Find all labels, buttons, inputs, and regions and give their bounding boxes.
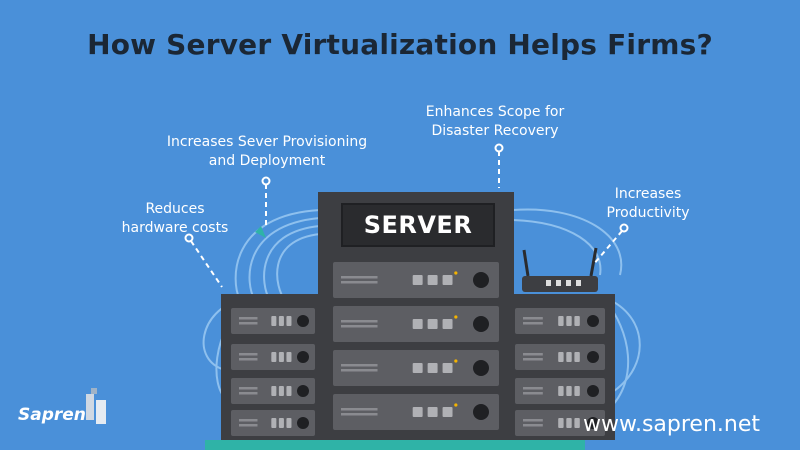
drive-slot	[231, 308, 315, 334]
drive-slot	[231, 410, 315, 436]
benefit-line: Disaster Recovery	[431, 123, 559, 139]
page-title: How Server Virtualization Helps Firms?	[87, 28, 713, 61]
benefit-productivity: Increases Productivity	[580, 185, 716, 223]
drive-slot	[515, 378, 605, 404]
callout-dots	[184, 143, 629, 243]
floor-strip	[205, 440, 585, 450]
brand-logo-mark	[86, 388, 106, 424]
benefit-provisioning: Increases Sever Provisioning and Deploym…	[147, 133, 387, 171]
website-url: www.sapren.net	[583, 412, 760, 437]
benefit-line: Reduces	[145, 201, 205, 217]
benefit-reduces-costs: Reduces hardware costs	[95, 200, 255, 238]
server-label: SERVER	[363, 211, 473, 239]
benefit-line: Increases	[614, 186, 682, 202]
drive-slot	[231, 378, 315, 404]
drive-slot	[333, 350, 499, 386]
drive-slot	[333, 262, 499, 298]
drive-slot	[333, 306, 499, 342]
router-icon	[522, 247, 598, 292]
benefit-line: hardware costs	[121, 220, 229, 236]
cable-tie	[255, 226, 266, 238]
drive-slot	[515, 410, 605, 436]
drive-slot	[231, 344, 315, 370]
server-drive-slots	[231, 262, 605, 436]
benefit-line: and Deployment	[208, 153, 326, 169]
callout-lines	[190, 151, 623, 288]
drive-slot	[515, 308, 605, 334]
benefit-line: Productivity	[606, 205, 690, 221]
drive-slot	[333, 394, 499, 430]
benefit-line: Increases Sever Provisioning	[166, 134, 368, 150]
brand-name: Sapren	[18, 405, 86, 425]
benefit-disaster-recovery: Enhances Scope for Disaster Recovery	[395, 103, 595, 141]
benefit-line: Enhances Scope for	[425, 104, 565, 120]
drive-slot	[515, 344, 605, 370]
